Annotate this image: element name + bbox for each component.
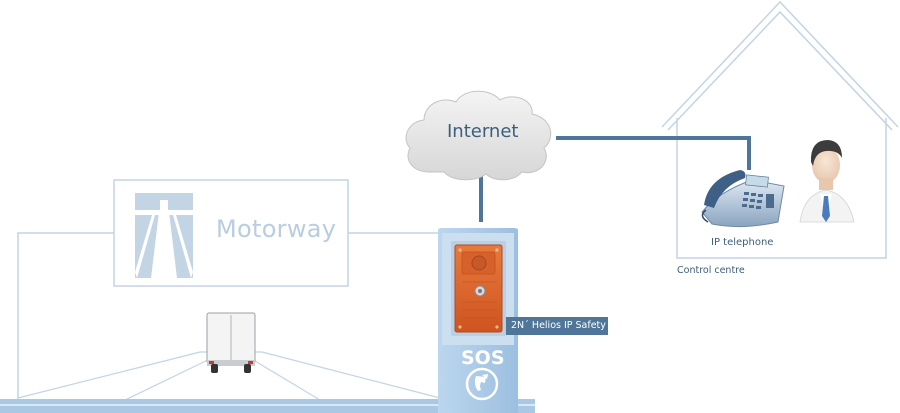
road-ground-line bbox=[0, 404, 535, 406]
helios-ip-safety-device bbox=[451, 241, 506, 336]
person-icon bbox=[799, 140, 855, 223]
internet-label: Internet bbox=[447, 121, 519, 142]
ip-telephone-label: IP telephone bbox=[711, 237, 774, 248]
motorway-overpass bbox=[17, 179, 438, 400]
control-centre-building bbox=[661, 0, 899, 259]
sos-label: SOS bbox=[461, 347, 505, 369]
device-tag: 2N´ Helios IP Safety bbox=[506, 317, 608, 335]
control-centre-label: Control centre bbox=[677, 265, 745, 276]
network-links bbox=[479, 136, 751, 222]
cloud-icon bbox=[405, 90, 552, 181]
handset-icon bbox=[474, 374, 488, 391]
motorway-sign-icon bbox=[135, 193, 193, 278]
motorway-label: Motorway bbox=[216, 215, 337, 243]
phone-icon bbox=[701, 170, 785, 228]
truck-icon bbox=[206, 312, 256, 373]
